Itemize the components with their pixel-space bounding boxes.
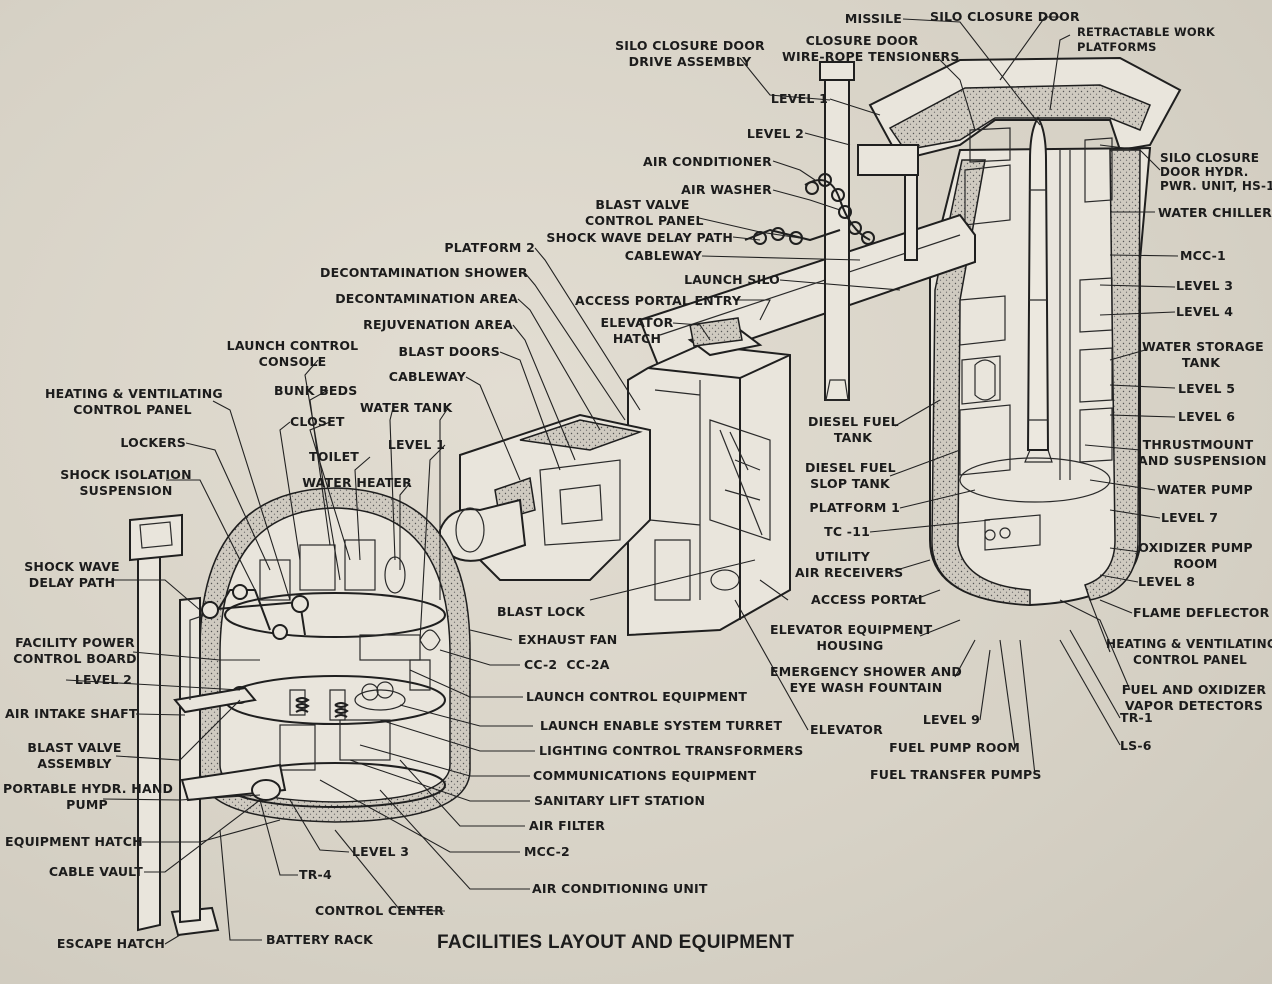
launch-silo-shape: [638, 56, 1182, 607]
label-tc-11: TC -11: [824, 524, 870, 539]
label-fuel-oxidizer-detectors: FUEL AND OXIDIZER VAPOR DETECTORS: [1121, 682, 1267, 713]
label-cableway-top: CABLEWAY: [624, 248, 702, 263]
label-silo-closure-door-drive: SILO CLOSURE DOOR DRIVE ASSEMBLY: [615, 38, 765, 69]
label-emergency-shower: EMERGENCY SHOWER AND EYE WASH FOUNTAIN: [770, 664, 962, 695]
label-portable-hydr-pump: PORTABLE HYDR. HAND PUMP: [3, 781, 174, 812]
label-tr-4: TR-4: [299, 867, 332, 882]
label-level-7: LEVEL 7: [1161, 510, 1219, 525]
label-diesel-fuel-tank: DIESEL FUEL TANK: [808, 414, 899, 445]
label-platform-2: PLATFORM 2: [444, 240, 535, 255]
label-exhaust-fan: EXHAUST FAN: [518, 632, 618, 647]
label-equipment-hatch: EQUIPMENT HATCH: [5, 834, 143, 849]
label-air-conditioning-unit: AIR CONDITIONING UNIT: [532, 881, 708, 896]
label-level-5: LEVEL 5: [1178, 381, 1236, 396]
label-silo-door-hydr: SILO CLOSURE DOOR HYDR. PWR. UNIT, HS-1: [1160, 151, 1272, 193]
label-launch-silo: LAUNCH SILO: [684, 272, 780, 287]
label-level-3-lcc: LEVEL 3: [352, 844, 410, 859]
label-ls-6: LS-6: [1120, 738, 1152, 753]
label-toilet: TOILET: [309, 449, 360, 464]
blast-lock-shape: [439, 413, 651, 581]
label-fuel-pump-room: FUEL PUMP ROOM: [889, 740, 1020, 755]
label-shock-wave-delay-path-top: SHOCK WAVE DELAY PATH: [546, 230, 733, 245]
label-missile: MISSILE: [844, 11, 902, 26]
label-fuel-transfer-pumps: FUEL TRANSFER PUMPS: [870, 767, 1042, 782]
label-elevator-hatch: ELEVATOR HATCH: [600, 315, 674, 346]
label-mcc-1: MCC-1: [1180, 248, 1226, 263]
label-elevator: ELEVATOR: [810, 722, 883, 737]
label-cableway-mid: CABLEWAY: [388, 369, 466, 384]
label-decon-area: DECONTAMINATION AREA: [335, 291, 518, 306]
label-battery-rack: BATTERY RACK: [266, 932, 374, 947]
label-escape-hatch: ESCAPE HATCH: [56, 936, 165, 951]
label-retractable-work-platforms: RETRACTABLE WORK PLATFORMS: [1077, 25, 1215, 54]
label-utility-air-receivers: UTILITY AIR RECEIVERS: [795, 549, 904, 580]
label-blast-lock: BLAST LOCK: [496, 604, 585, 619]
label-bunk-beds: BUNK BEDS: [274, 383, 358, 398]
label-communications-equipment: COMMUNICATIONS EQUIPMENT: [533, 768, 757, 783]
diagram-title: FACILITIES LAYOUT AND EQUIPMENT: [437, 932, 795, 953]
label-lighting-transformers: LIGHTING CONTROL TRANSFORMERS: [539, 743, 804, 758]
label-rejuvenation-area: REJUVENATION AREA: [363, 317, 513, 332]
label-closet: CLOSET: [290, 414, 345, 429]
label-elevator-equipment-housing: ELEVATOR EQUIPMENT HOUSING: [770, 622, 933, 653]
label-thrustmount: THRUSTMOUNT AND SUSPENSION: [1138, 437, 1267, 468]
label-water-chiller: WATER CHILLER: [1158, 205, 1272, 220]
label-level-9: LEVEL 9: [922, 712, 980, 727]
label-hv-panel-left: HEATING & VENTILATING CONTROL PANEL: [45, 386, 223, 417]
air-intake-shaft-shape: [129, 513, 287, 937]
label-air-conditioner: AIR CONDITIONER: [642, 154, 772, 169]
label-air-washer: AIR WASHER: [681, 182, 772, 197]
label-lockers: LOCKERS: [120, 435, 186, 450]
label-decon-shower: DECONTAMINATION SHOWER: [320, 265, 528, 280]
label-access-portal: ACCESS PORTAL: [811, 592, 927, 607]
label-flame-deflector: FLAME DEFLECTOR: [1133, 605, 1270, 620]
label-facility-power: FACILITY POWER CONTROL BOARD: [13, 635, 137, 666]
label-cc-2: CC-2 CC-2A: [524, 657, 610, 672]
label-platform-1: PLATFORM 1: [809, 500, 900, 515]
label-level-4: LEVEL 4: [1176, 304, 1234, 319]
label-level-6: LEVEL 6: [1178, 409, 1236, 424]
label-shock-isolation: SHOCK ISOLATION SUSPENSION: [60, 467, 192, 498]
label-wire-rope-tensioners: CLOSURE DOOR WIRE-ROPE TENSIONERS: [782, 33, 960, 64]
label-cable-vault: CABLE VAULT: [48, 864, 143, 879]
label-blast-valve-assembly: BLAST VALVE ASSEMBLY: [27, 740, 122, 771]
label-level-1-silo: LEVEL 1: [770, 91, 828, 106]
label-diesel-slop-tank: DIESEL FUEL SLOP TANK: [805, 460, 896, 491]
label-water-heater: WATER HEATER: [302, 475, 412, 490]
label-air-intake-shaft: AIR INTAKE SHAFT: [5, 706, 138, 721]
label-control-center: CONTROL CENTER: [314, 903, 444, 918]
label-shock-wave-delay-path-left: SHOCK WAVE DELAY PATH: [24, 559, 120, 590]
label-tr-1: TR-1: [1120, 710, 1153, 725]
label-level-2-silo: LEVEL 2: [746, 126, 804, 141]
access-portal-shape: [627, 317, 791, 637]
label-level-2-lcc: LEVEL 2: [74, 672, 132, 687]
label-level-1-lcc: LEVEL 1: [387, 437, 445, 452]
label-water-tank: WATER TANK: [360, 400, 453, 415]
label-level-8: LEVEL 8: [1138, 574, 1196, 589]
label-launch-control-equipment: LAUNCH CONTROL EQUIPMENT: [526, 689, 748, 704]
label-silo-closure-door: SILO CLOSURE DOOR: [930, 9, 1080, 24]
label-sanitary-lift: SANITARY LIFT STATION: [534, 793, 706, 808]
label-water-pump: WATER PUMP: [1157, 482, 1253, 497]
label-blast-doors: BLAST DOORS: [398, 344, 500, 359]
label-mcc-2: MCC-2: [524, 844, 570, 859]
label-access-portal-entry: ACCESS PORTAL ENTRY: [575, 293, 742, 308]
label-air-filter: AIR FILTER: [529, 818, 606, 833]
leader-lines: [65, 16, 1179, 945]
label-launch-enable: LAUNCH ENABLE SYSTEM TURRET: [540, 718, 783, 733]
label-hv-panel-right: HEATING & VENTILATING CONTROL PANEL: [1106, 637, 1272, 667]
label-oxidizer-pump-room: OXIDIZER PUMP ROOM: [1138, 540, 1253, 571]
label-blast-valve-control-panel: BLAST VALVE CONTROL PANEL: [585, 197, 704, 228]
label-launch-control-console: LAUNCH CONTROL CONSOLE: [226, 338, 359, 369]
label-water-storage-tank: WATER STORAGE TANK: [1142, 339, 1264, 370]
label-level-3-silo: LEVEL 3: [1176, 278, 1234, 293]
